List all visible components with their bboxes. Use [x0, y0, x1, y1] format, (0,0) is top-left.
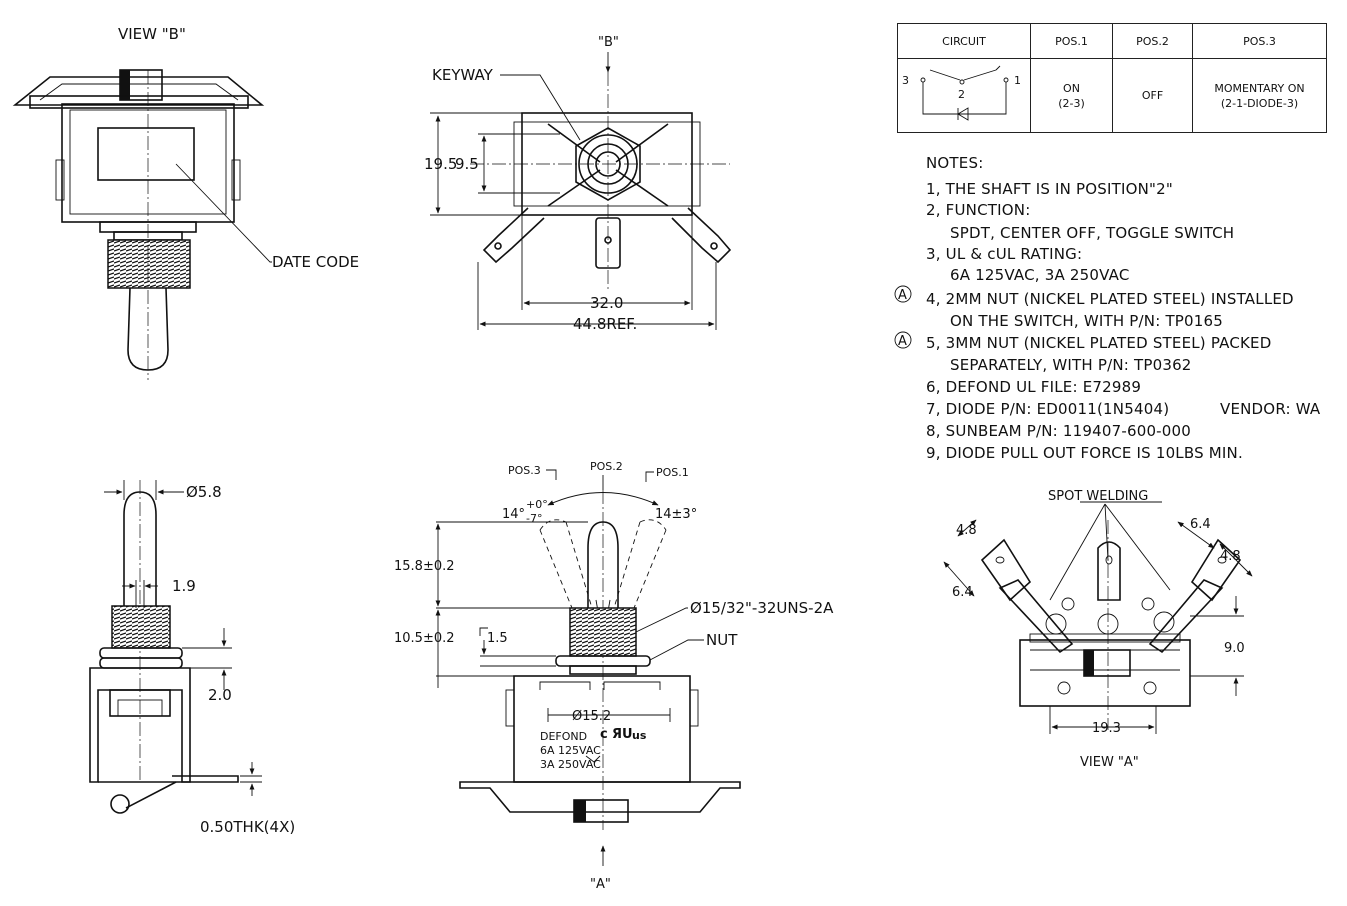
side-view-drawing: Ø5.8 1.9 2.0 0.50THK(4X)	[89, 480, 295, 836]
dim-1-5: 1.5	[487, 631, 508, 646]
ul-mark-ru: ЯU	[612, 727, 633, 742]
angle-left-tol-bot: -7°	[526, 512, 542, 525]
note-3-detail: 6A 125VAC, 3A 250VAC	[950, 266, 1130, 284]
revision-mark-4: A	[898, 288, 907, 303]
notes-block: NOTES: 1, THE SHAFT IS IN POSITION"2" 2,…	[894, 154, 1321, 462]
angle-left-tol-top: +0°	[526, 498, 548, 511]
angle-right: 14±3°	[655, 507, 697, 522]
header-pos1: POS.1	[1030, 23, 1113, 59]
notes-title: NOTES:	[926, 154, 983, 172]
pos2-label: POS.2	[590, 460, 623, 473]
dim-6-4-right: 6.4	[1190, 517, 1211, 532]
dim-1-9: 1.9	[172, 577, 196, 595]
note-6: 6, DEFOND UL FILE: E72989	[926, 378, 1141, 396]
circuit-cell	[897, 58, 1031, 133]
header-circuit: CIRCUIT	[897, 23, 1031, 59]
pos3-cell: MOMENTARY ON (2-1-DIODE-3)	[1192, 58, 1327, 133]
dim-9-5: 9.5	[455, 155, 479, 173]
thread-label: Ø15/32"-32UNS-2A	[690, 599, 834, 617]
view-a-title: VIEW "A"	[1080, 755, 1139, 770]
dim-6-4-left: 6.4	[952, 585, 973, 600]
note-8: 8, SUNBEAM P/N: 119407-600-000	[926, 422, 1191, 440]
dim-15-8: 15.8±0.2	[394, 559, 455, 574]
view-b-title: VIEW "B"	[118, 25, 186, 43]
dim-2-0: 2.0	[208, 686, 232, 704]
view-b-drawing: VIEW "B" DATE CODE	[12, 25, 359, 380]
dim-44-8: 44.8REF.	[573, 315, 637, 333]
table-row: ON (2-3) OFF MOMENTARY ON (2-1-DIODE-3)	[897, 58, 1327, 133]
front-view-drawing: "B" KEYWAY 19.5 9.5	[424, 35, 732, 333]
revision-mark-5: A	[898, 334, 907, 349]
defond-label: DEFOND	[540, 730, 587, 743]
note-5: 5, 3MM NUT (NICKEL PLATED STEEL) PACKED	[926, 334, 1271, 352]
note-7: 7, DIODE P/N: ED0011(1N5404)	[926, 400, 1169, 418]
note-7-vendor: VENDOR: WA	[1220, 400, 1321, 418]
rating2-label: 3A 250VAC	[540, 758, 601, 771]
header-pos3: POS.3	[1192, 23, 1327, 59]
view-a-drawing: SPOT WELDING 4.8 6.4 6.4 4.8	[943, 489, 1253, 770]
pos1-cell: ON (2-3)	[1030, 58, 1113, 133]
note-3: 3, UL & cUL RATING:	[926, 245, 1082, 263]
pos3-connection: (2-1-DIODE-3)	[1220, 96, 1299, 110]
dim-4-8-left: 4.8	[956, 523, 977, 538]
note-9: 9, DIODE PULL OUT FORCE IS 10LBS MIN.	[926, 444, 1243, 462]
dim-15-2: Ø15.2	[572, 709, 611, 724]
dim-9-0: 9.0	[1224, 641, 1245, 656]
dim-19-3: 19.3	[1092, 721, 1121, 736]
note-4-detail: ON THE SWITCH, WITH P/N: TP0165	[950, 312, 1223, 330]
date-code-label: DATE CODE	[272, 253, 359, 271]
note-2: 2, FUNCTION:	[926, 201, 1030, 219]
pos3-label: POS.3	[508, 464, 541, 477]
pos3-state: MOMENTARY ON	[1214, 81, 1305, 95]
dim-0-50thk: 0.50THK(4X)	[200, 818, 295, 836]
pos1-connection: (2-3)	[1058, 96, 1085, 110]
ul-mark-us: us	[632, 729, 647, 742]
pos2-cell: OFF	[1112, 58, 1193, 133]
dim-19-5: 19.5	[424, 155, 457, 173]
dim-10-5: 10.5±0.2	[394, 631, 455, 646]
note-5-detail: SEPARATELY, WITH P/N: TP0362	[950, 356, 1192, 374]
pos1-state: ON	[1063, 81, 1080, 95]
keyway-label: KEYWAY	[432, 66, 494, 84]
arrow-b-label: "B"	[598, 35, 619, 50]
ul-mark-c: c	[600, 727, 608, 742]
arrow-a-label: "A"	[590, 877, 611, 892]
table-header-row: CIRCUIT POS.1 POS.2 POS.3	[897, 23, 1327, 59]
pos1-label: POS.1	[656, 466, 689, 479]
note-4: 4, 2MM NUT (NICKEL PLATED STEEL) INSTALL…	[926, 290, 1294, 308]
dim-5-8: Ø5.8	[186, 483, 222, 501]
header-pos2: POS.2	[1112, 23, 1193, 59]
angle-left-main: 14°	[502, 507, 525, 522]
dim-32-0: 32.0	[590, 294, 623, 312]
circuit-table: CIRCUIT POS.1 POS.2 POS.3 ON (2-3) OFF M…	[897, 23, 1327, 133]
front-elevation-drawing: POS.3 POS.2 POS.1 14° +0° -7° 14±3° Ø	[394, 460, 834, 892]
note-2-detail: SPDT, CENTER OFF, TOGGLE SWITCH	[950, 224, 1234, 242]
rating1-label: 6A 125VAC	[540, 744, 601, 757]
note-1: 1, THE SHAFT IS IN POSITION"2"	[926, 180, 1173, 198]
spot-welding-label: SPOT WELDING	[1048, 489, 1148, 504]
nut-label: NUT	[706, 631, 738, 649]
dim-4-8-right: 4.8	[1220, 549, 1241, 564]
